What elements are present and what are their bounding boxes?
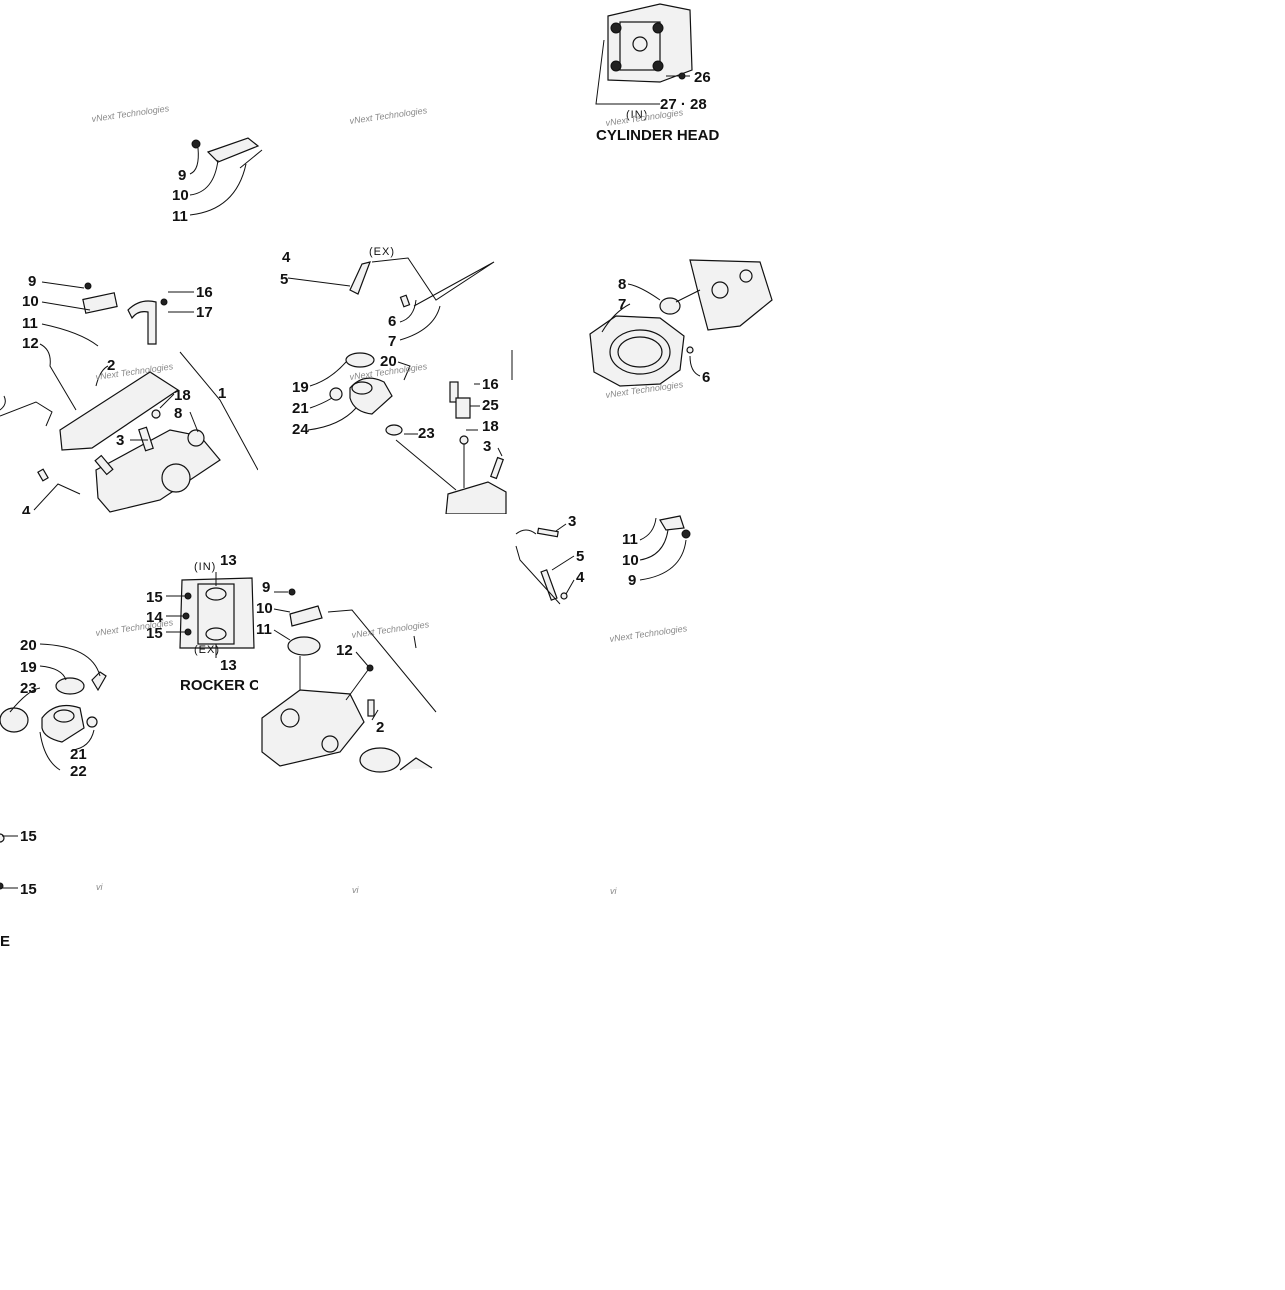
callout-4: 4 [22,503,31,520]
callout-11: 11 [622,531,638,548]
callout-9: 9 [628,572,636,589]
callout-5: 5 [576,548,584,565]
callout-11: 11 [256,621,272,638]
callout-10: 10 [256,600,273,617]
callout-9: 9 [28,273,36,290]
callout-8: 8 [618,276,626,293]
callout-18: 18 [482,418,499,435]
tile-valve-parts: 3 5 4 [515,513,590,608]
tile-cylinder-head: 26 27 · 28 (IN) CYLINDER HEAD vNext Tech… [595,3,720,144]
callout-23: 23 [20,680,37,697]
callout-7: 7 [388,333,396,350]
intake-tag: (IN) [194,561,216,573]
watermark-short: vi [610,886,618,896]
callout-2: 2 [107,357,115,374]
callout-3: 3 [568,513,576,530]
tile-cylinder: 8 7 6 vNext Technologies [516,258,773,514]
callout-23: 23 [418,425,435,442]
callout-10: 10 [172,187,189,204]
callout-5: 5 [280,271,288,288]
callout-13: 13 [220,552,237,569]
bolt-part [681,529,691,539]
callout-16: 16 [482,376,499,393]
callout-19: 19 [292,379,309,396]
callout-10: 10 [622,552,639,569]
callout-14: 14 [146,609,163,626]
tile-head-gaskets: 9 10 11 12 2 vNext Technologies [256,514,516,773]
callout-9: 9 [262,579,270,596]
callout-4: 4 [282,249,291,266]
callout-19: 19 [20,659,37,676]
callout-25: 25 [482,397,499,414]
valve-cover-part [37,282,221,513]
callout-15: 15 [146,625,163,642]
callout-4: 4 [576,569,585,586]
callout-20: 20 [20,637,37,654]
callout-16: 16 [196,284,213,301]
callout-11: 11 [172,208,188,225]
callout-6: 6 [388,313,396,330]
callout-9: 9 [178,167,186,184]
head-gasket-parts [261,588,433,773]
callout-24: 24 [292,421,309,438]
cover-plate-part [191,137,263,169]
intake-tag: (IN) [626,109,648,121]
tile-intake-parts: 20 19 23 21 22 vNext Technologies 13 (IN… [0,514,281,780]
callout-15: 15 [20,828,37,845]
cylinder-part [589,259,773,387]
watermark: vNext Technologies [349,105,428,126]
callout-3: 3 [116,432,124,449]
tile-valve-cover: 9 10 11 12 2 16 17 18 1 8 3 4 vNext Tech… [0,258,259,520]
watermark-short: vi [96,882,104,892]
caption-fragment: E [0,933,10,950]
tile-intake: (EX) 4 5 [258,246,516,529]
watermark-short: vi [352,885,360,895]
valve-stem-parts [515,527,568,605]
callout-12: 12 [22,335,39,352]
callout-15: 15 [20,881,37,898]
watermark: vNext Technologies [609,623,688,644]
callout-21: 21 [70,746,87,763]
callout-7: 7 [618,296,626,313]
callout-11: 11 [22,315,38,332]
intake-boot-part [329,257,507,515]
callout-21: 21 [292,400,309,417]
caption-rocker-case: ROCKER CAS [180,677,281,694]
exhaust-tag: (EX) [369,246,395,258]
callout-10: 10 [22,293,39,310]
tile-cover-small: 11 10 9 vNext Technologies [609,515,691,644]
callout-17: 17 [196,304,213,321]
callout-3: 3 [483,438,491,455]
callout-26: 26 [694,69,711,86]
callout-6: 6 [702,369,710,386]
callout-8: 8 [174,405,182,422]
watermark: vNext Technologies [91,103,170,124]
callout-13: 13 [220,657,237,674]
rocker-case-part [179,577,255,649]
exhaust-tag: (EX) [194,644,220,656]
cylinder-head-part [607,3,693,83]
tile-top-left: 9 10 11 vNext Technologies vNext Technol… [91,103,428,225]
callout-12: 12 [336,642,353,659]
callout-20: 20 [380,353,397,370]
callout-18: 18 [174,387,191,404]
callout-27-28: 27 · 28 [660,96,707,113]
callout-22: 22 [70,763,87,780]
tile-bottom-strip: 15 15 E vi vi vi [0,828,618,950]
intake-parts [0,671,107,743]
caption-cylinder-head: CYLINDER HEAD [596,127,720,144]
callout-2: 2 [376,719,384,736]
callout-15: 15 [146,589,163,606]
callout-1: 1 [218,385,226,402]
bolt-part [191,139,201,149]
